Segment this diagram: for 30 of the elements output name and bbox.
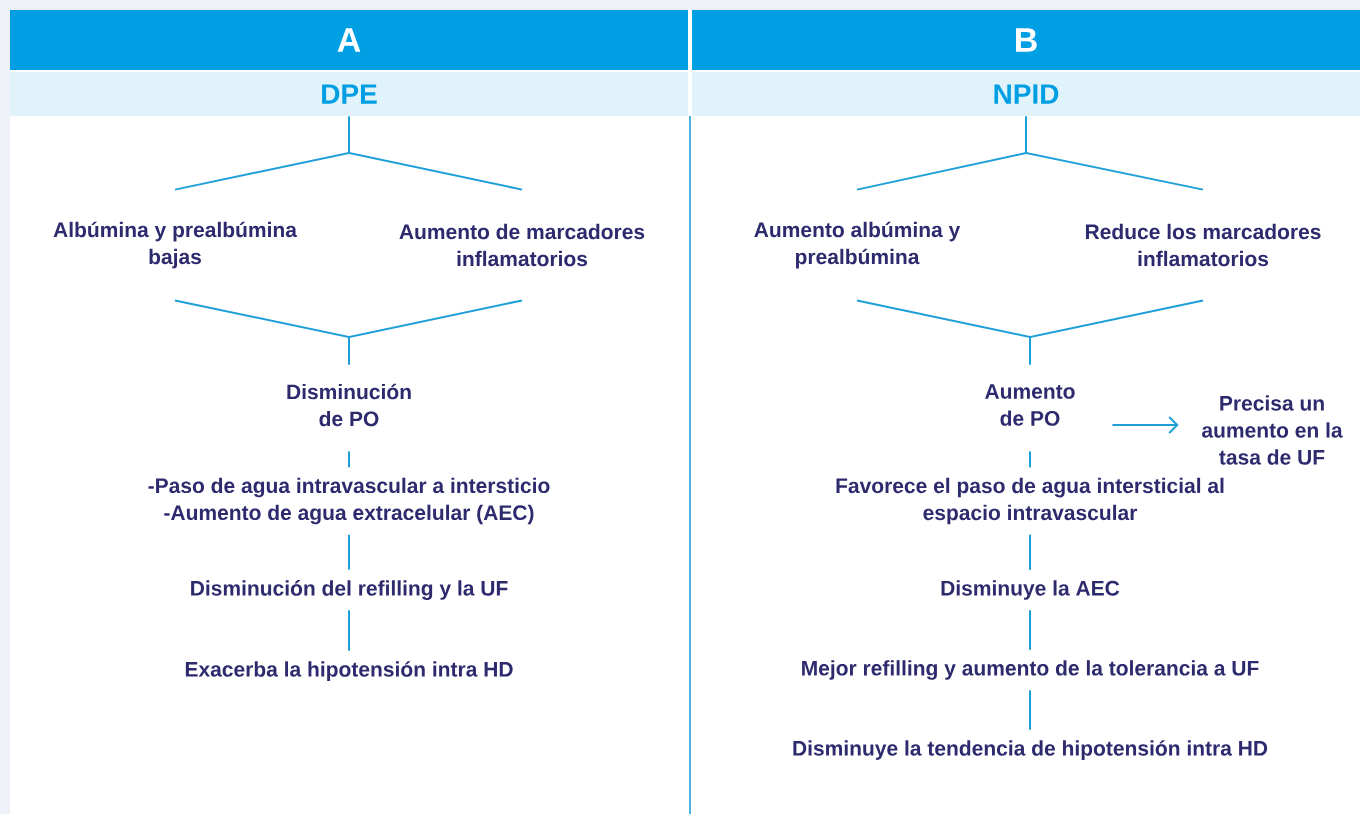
connector-line — [348, 115, 523, 191]
flow-text: Favorece el paso de agua intersticial al espacio intravascular — [836, 477, 1224, 525]
subheader-band: DPE — [10, 72, 688, 116]
flow-text: Aumento de marcadores inflamatorios — [399, 223, 645, 267]
header-band: A — [10, 10, 688, 70]
header-band: B — [692, 10, 1360, 70]
flow-text: Aumento de PO — [985, 384, 1075, 426]
flow-text: Albúmina y prealbúmina bajas — [53, 221, 298, 269]
flow-text: Disminuye la AEC — [941, 580, 1120, 600]
flow-text: Mejor refilling y aumento de la tolerancia a UF — [802, 660, 1259, 680]
connector-line — [348, 450, 350, 469]
flow-text: -Paso de agua intravascular a intersticio -Aumento de agua extracelular (AEC) — [148, 477, 550, 525]
connector-line — [1029, 450, 1031, 469]
connector-line — [1029, 609, 1031, 651]
flow-text: Precisa un aumento en la tasa de UF — [1202, 395, 1343, 465]
arrow — [1111, 416, 1179, 434]
connector-line — [1029, 299, 1204, 366]
connector-line — [348, 533, 350, 571]
flow-text: Disminución de PO — [287, 383, 411, 427]
connector-line — [1025, 115, 1204, 191]
connector-line — [348, 299, 523, 366]
flow-text: Disminuye la tendencia de hipotensión intra HD — [793, 740, 1268, 760]
connector-line — [348, 609, 350, 652]
subheader-band: NPID — [692, 72, 1360, 116]
flow-text: Reduce los marcadores inflamatorios — [1085, 223, 1321, 267]
flow-text: Aumento albúmina y prealbúmina — [754, 221, 961, 269]
connector-line — [1029, 533, 1031, 571]
connector-line — [1029, 689, 1031, 731]
flow-text: Exacerba la hipotensión intra HD — [185, 661, 513, 681]
flow-text: Disminución del refilling y la UF — [191, 580, 508, 600]
